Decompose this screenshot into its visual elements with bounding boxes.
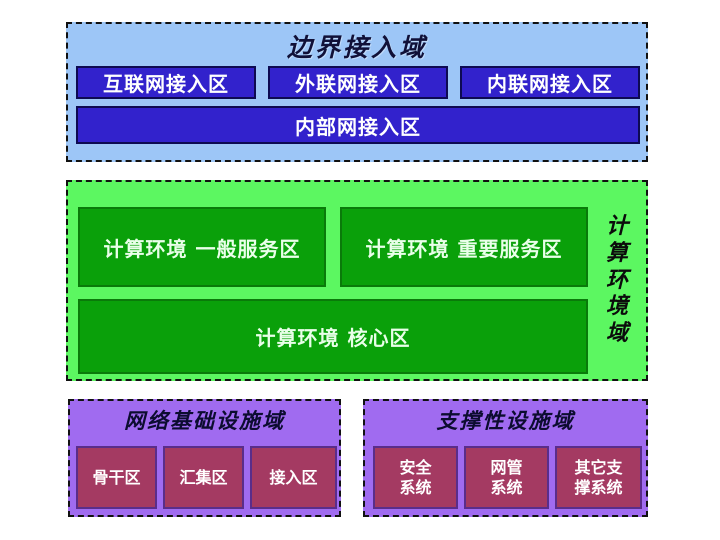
zone-internet-access: 互联网接入区 — [76, 66, 256, 99]
zone-important-service: 计算环境 重要服务区 — [340, 207, 588, 287]
vtitle-char-1: 计 — [605, 213, 628, 239]
domain-boundary-access: 边界接入域 互联网接入区 外联网接入区 内联网接入区 内部网接入区 — [66, 22, 648, 162]
vtitle-char-2: 算 — [605, 240, 628, 266]
zone-security-system-line1: 安全 — [399, 458, 432, 478]
zone-access-line1: 接入区 — [269, 467, 318, 487]
zone-backbone: 骨干区 — [76, 446, 157, 509]
domain-boundary-access-title: 边界接入域 — [286, 33, 427, 62]
zone-network-management-system-line2: 系统 — [490, 477, 523, 497]
zone-intranet-access: 内联网接入区 — [460, 66, 640, 99]
zone-core: 计算环境 核心区 — [78, 299, 588, 374]
vtitle-char-4: 境 — [605, 294, 628, 320]
domain-supporting-infrastructure-title: 支撑性设施域 — [436, 409, 575, 433]
zone-access: 接入区 — [250, 446, 337, 509]
zone-aggregation-line1: 汇集区 — [179, 467, 228, 487]
zone-general-service: 计算环境 一般服务区 — [78, 207, 326, 287]
domain-network-infrastructure: 网络基础设施域 骨干区 汇集区 接入区 — [68, 399, 341, 517]
zone-network-management-system: 网管 系统 — [464, 446, 549, 509]
vtitle-char-3: 环 — [605, 267, 628, 293]
domain-computing-environment-title: 计 算 环 境 域 — [596, 190, 638, 372]
zone-backbone-line1: 骨干区 — [92, 467, 141, 487]
zone-internal-network-access: 内部网接入区 — [76, 106, 640, 144]
zone-extranet-access: 外联网接入区 — [268, 66, 448, 99]
zone-security-system: 安全 系统 — [373, 446, 458, 509]
domain-supporting-infrastructure: 支撑性设施域 安全 系统 网管 系统 其它支 撑系统 — [363, 399, 648, 517]
zone-security-system-line2: 系统 — [399, 477, 432, 497]
vtitle-char-5: 域 — [605, 321, 628, 347]
domain-network-infrastructure-title: 网络基础设施域 — [124, 409, 285, 433]
zone-other-support-systems-line2: 撑系统 — [574, 477, 623, 497]
zone-aggregation: 汇集区 — [163, 446, 244, 509]
zone-network-management-system-line1: 网管 — [490, 458, 523, 478]
zone-other-support-systems-line1: 其它支 — [574, 458, 623, 478]
domain-computing-environment: 计算环境 一般服务区 计算环境 重要服务区 计算环境 核心区 计 算 环 境 域 — [66, 180, 648, 381]
zone-other-support-systems: 其它支 撑系统 — [555, 446, 642, 509]
